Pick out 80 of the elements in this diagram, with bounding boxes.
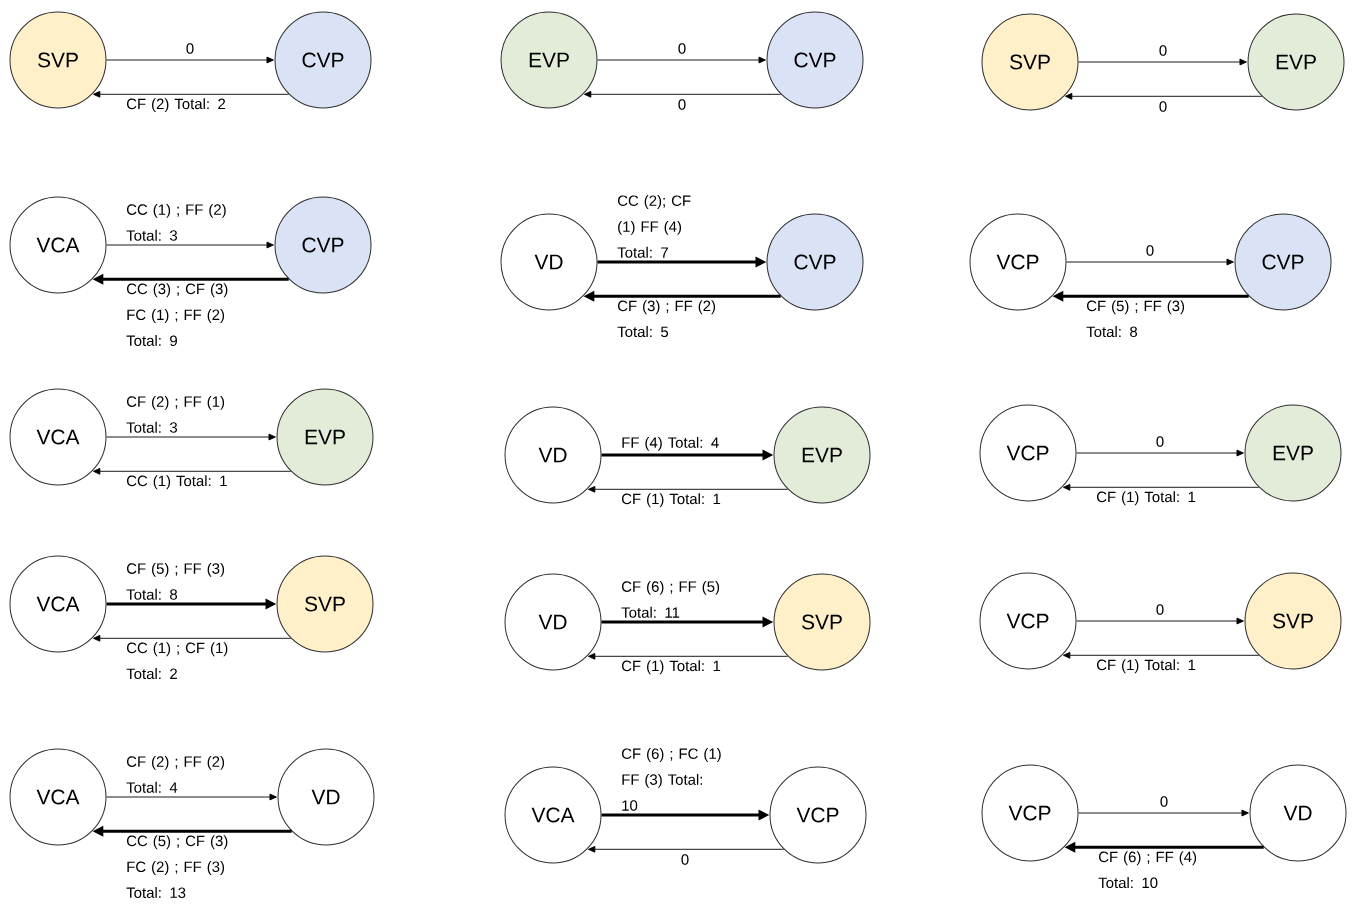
arrow [1078, 809, 1249, 817]
circle-node: SVP [981, 13, 1079, 111]
arrow [106, 56, 274, 64]
arrow [1078, 58, 1247, 66]
edge-label: CF (2) ; FF (2) Total: 4 [126, 755, 225, 793]
circle-node: VD [1249, 764, 1347, 862]
edge-label: CC (1) ; FF (2) Total: 3 [126, 203, 226, 241]
circle-node: VCP [979, 404, 1077, 502]
edge-label: 0 [1156, 604, 1164, 615]
arrow [92, 90, 290, 98]
edge-label: CC (2); CF (1) FF (4) Total: 7 [617, 195, 691, 258]
arrow [587, 845, 785, 853]
edge-label: CC (1) ; CF (1) Total: 2 [126, 642, 228, 680]
circle-node: EVP [1247, 13, 1345, 111]
arrow [92, 467, 292, 475]
circle-node: SVP [773, 573, 871, 671]
circle-node: VCA [9, 748, 107, 846]
edge-label: CF (2) ; FF (1) Total: 3 [126, 395, 225, 433]
arrow [106, 241, 274, 249]
arrow [587, 652, 789, 660]
edge-label: 0 [1160, 796, 1168, 807]
circle-node: EVP [500, 11, 598, 109]
arrow [106, 433, 276, 441]
edge-label: 0 [681, 854, 689, 865]
circle-node: VD [504, 573, 602, 671]
circle-node: VCP [969, 213, 1067, 311]
circle-node: EVP [773, 406, 871, 504]
edge-label: 0 [1156, 436, 1164, 447]
circle-node: CVP [766, 213, 864, 311]
circle-node: VCA [9, 196, 107, 294]
circle-node: SVP [1244, 572, 1342, 670]
edge-label: CF (6) ; FF (5) Total: 11 [621, 580, 720, 618]
edge-label: 0 [1146, 245, 1154, 256]
circle-node: EVP [1244, 404, 1342, 502]
edge-label: CC (5) ; CF (3) FC (2) ; FF (3) Total: 13 [126, 835, 228, 898]
circle-node: VCP [979, 572, 1077, 670]
edge-label: CF (5) ; FF (3) Total: 8 [1086, 300, 1185, 338]
edge-label: 0 [1159, 101, 1167, 112]
circle-node: CVP [766, 11, 864, 109]
edge-label: CF (1) Total: 1 [622, 493, 721, 508]
arrow [1076, 617, 1244, 625]
edge-label: FF (4) Total: 4 [622, 436, 719, 451]
arrow [1065, 92, 1263, 100]
arrow [1066, 258, 1234, 266]
circle-node: CVP [1234, 213, 1332, 311]
circle-node: VD [500, 213, 598, 311]
edge-label: CF (1) Total: 1 [1097, 491, 1196, 506]
circle-node: VD [277, 748, 375, 846]
circle-node: SVP [9, 11, 107, 109]
circle-node: VD [504, 406, 602, 504]
edge-label: 0 [678, 99, 686, 110]
edge-label: CF (1) Total: 1 [622, 660, 721, 675]
edge-label: CF (6) ; FC (1) FF (3) Total: 10 [622, 748, 721, 811]
edge-label: CC (3) ; CF (3) FC (1) ; FF (2) Total: 9 [126, 283, 228, 346]
arrow [597, 56, 766, 64]
edge-label: CF (1) Total: 1 [1097, 659, 1196, 674]
circle-node: EVP [276, 388, 374, 486]
arrow [1076, 449, 1244, 457]
arrow [583, 90, 782, 98]
circle-node: SVP [276, 555, 374, 653]
circle-node: VCA [9, 388, 107, 486]
edge-label: CF (3) ; FF (2) Total: 5 [617, 300, 716, 338]
circle-node: VCA [9, 555, 107, 653]
circle-node: CVP [274, 11, 372, 109]
arrow [106, 793, 277, 801]
circle-node: VCA [504, 766, 602, 864]
circle-node: VCP [981, 764, 1079, 862]
circle-node: VCP [769, 766, 867, 864]
edge-label: CF (6) ; FF (4) Total: 10 [1098, 851, 1197, 889]
arrow [92, 634, 292, 642]
arrow [1063, 483, 1260, 491]
edge-label: CF (2) Total: 2 [126, 98, 226, 113]
arrow [1063, 651, 1260, 659]
arrow [587, 485, 789, 493]
edge-label: CF (5) ; FF (3) Total: 8 [126, 562, 225, 600]
edge-label: CC (1) Total: 1 [126, 475, 227, 490]
edge-label: 0 [1159, 45, 1167, 56]
circle-node: CVP [274, 196, 372, 294]
edge-label: 0 [186, 43, 194, 54]
edge-label: 0 [678, 43, 686, 54]
